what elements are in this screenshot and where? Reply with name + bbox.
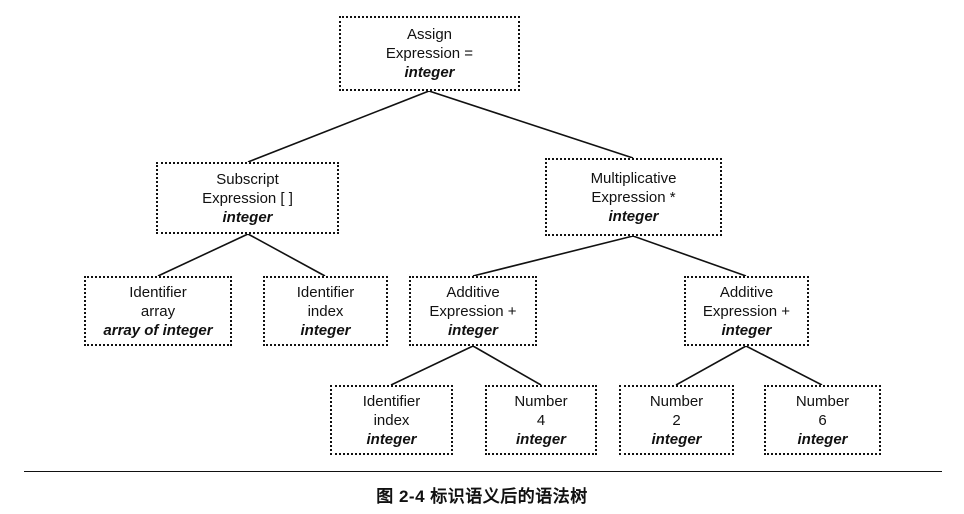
- edge-additive-left-number-4: [472, 345, 542, 386]
- node-value: array: [140, 302, 176, 320]
- edge-additive-left-identifier-index: [390, 345, 474, 386]
- node-type: integer: [797, 430, 848, 448]
- node-identifier-index: Identifier index integer: [263, 276, 388, 346]
- node-kind: Number: [649, 392, 704, 410]
- node-type: integer: [651, 430, 702, 448]
- edge-assign-multiplicative: [428, 90, 634, 159]
- node-kind: Additive: [446, 283, 500, 301]
- node-number-4: Number 4 integer: [485, 385, 597, 455]
- edge-multiplicative-additive-right: [632, 235, 747, 277]
- node-additive-expression-left: Additive Expression + integer: [409, 276, 537, 346]
- node-kind: Assign: [406, 26, 453, 43]
- edge-multiplicative-additive-left: [472, 235, 634, 277]
- node-number-2: Number 2 integer: [619, 385, 734, 455]
- node-multiplicative-expression: Multiplicative Expression * integer: [545, 158, 722, 236]
- node-type: integer: [300, 321, 351, 339]
- node-kind: Number: [514, 392, 568, 410]
- node-type: integer: [366, 430, 417, 448]
- node-kind: Multiplicative: [590, 169, 677, 187]
- edge-subscript-identifier-index: [247, 233, 326, 277]
- node-operator: Expression +: [702, 302, 791, 320]
- node-kind: Identifier: [362, 392, 421, 410]
- node-kind: Number: [795, 392, 850, 410]
- node-type: integer: [721, 321, 772, 339]
- node-operator: Expression +: [429, 302, 517, 320]
- node-identifier-array: Identifier array array of integer: [84, 276, 232, 346]
- node-operator: Expression =: [385, 45, 474, 62]
- node-type: integer: [515, 430, 566, 448]
- figure-caption: 图 2-4 标识语义后的语法树: [376, 487, 588, 506]
- node-number-6: Number 6 integer: [764, 385, 881, 455]
- node-operator: Expression *: [591, 188, 676, 206]
- node-kind: Identifier: [296, 283, 355, 301]
- node-subscript-expression: Subscript Expression [ ] integer: [156, 162, 339, 234]
- node-kind: Identifier: [129, 283, 187, 301]
- node-value: index: [373, 411, 410, 429]
- node-value: index: [307, 302, 344, 320]
- node-type: integer: [404, 64, 455, 81]
- node-assign-expression: Assign Expression = integer: [339, 16, 520, 91]
- node-kind: Additive: [719, 283, 774, 301]
- edge-assign-subscript: [247, 90, 430, 163]
- caption-divider: [24, 471, 942, 472]
- node-type: integer: [222, 208, 273, 226]
- node-type: array of integer: [103, 321, 213, 339]
- edge-subscript-identifier-array: [157, 233, 249, 277]
- edge-additive-right-number-2: [675, 345, 747, 386]
- node-kind: Subscript: [216, 170, 279, 188]
- node-value: 6: [818, 411, 827, 429]
- node-type: integer: [608, 207, 659, 225]
- edge-additive-right-number-6: [745, 345, 823, 386]
- node-additive-expression-right: Additive Expression + integer: [684, 276, 809, 346]
- node-operator: Expression [ ]: [202, 189, 293, 207]
- node-value: 4: [536, 411, 546, 429]
- node-identifier-index-leaf: Identifier index integer: [330, 385, 453, 455]
- node-type: integer: [447, 321, 498, 339]
- node-value: 2: [672, 411, 681, 429]
